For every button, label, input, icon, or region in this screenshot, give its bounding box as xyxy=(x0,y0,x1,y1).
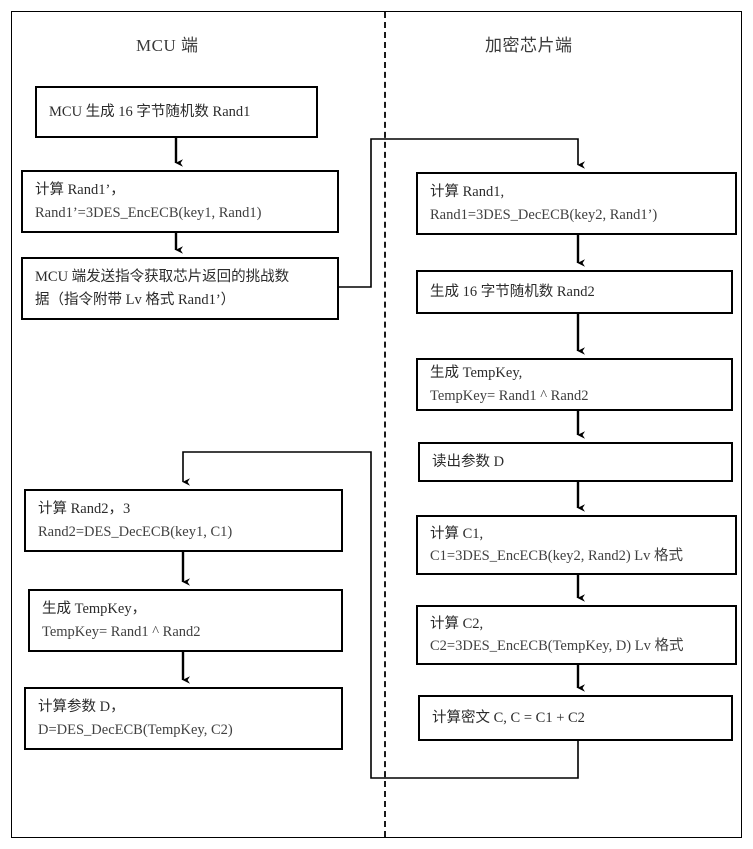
box-line: C1=3DES_EncECB(key2, Rand2) Lv 格式 xyxy=(430,548,684,564)
box-line: 计算密文 C, C = C1 + C2 xyxy=(432,709,585,726)
box-line: C2=3DES_EncECB(TempKey, D) Lv 格式 xyxy=(430,638,684,654)
process-box-chip-7[interactable]: 计算密文 C, C = C1 + C2 xyxy=(418,695,733,741)
box-line: Rand1’=3DES_EncECB(key1, Rand1) xyxy=(35,204,262,221)
box-line: Rand1=3DES_DecECB(key2, Rand1’) xyxy=(430,206,658,223)
box-line: TempKey= Rand1 ^ Rand2 xyxy=(42,623,201,640)
box-line: Rand2=DES_DecECB(key1, C1) xyxy=(38,523,233,540)
box-line: MCU 端发送指令获取芯片返回的挑战数 xyxy=(35,269,290,286)
process-box-mcu-3[interactable]: MCU 端发送指令获取芯片返回的挑战数 据（指令附带 Lv 格式 Rand1’） xyxy=(21,257,339,320)
process-box-chip-4[interactable]: 读出参数 D xyxy=(418,442,733,482)
box-line: D=DES_DecECB(TempKey, C2) xyxy=(38,721,233,738)
box-line: 生成 16 字节随机数 Rand2 xyxy=(430,283,595,300)
box-line: 计算 Rand1, xyxy=(430,184,505,201)
column-title-mcu: MCU 端 xyxy=(136,36,199,55)
process-box-chip-6[interactable]: 计算 C2, C2=3DES_EncECB(TempKey, D) Lv 格式 xyxy=(416,605,737,665)
box-line: 计算 C1, xyxy=(430,525,484,542)
process-box-mcu-6[interactable]: 计算参数 D， D=DES_DecECB(TempKey, C2) xyxy=(24,687,343,750)
process-box-chip-3[interactable]: 生成 TempKey, TempKey= Rand1 ^ Rand2 xyxy=(416,358,733,411)
column-title-chip: 加密芯片端 xyxy=(485,36,573,55)
process-box-mcu-2[interactable]: 计算 Rand1’， Rand1’=3DES_EncECB(key1, Rand… xyxy=(21,170,339,233)
box-line: 计算参数 D， xyxy=(38,699,125,716)
box-line: 生成 TempKey， xyxy=(42,601,147,618)
process-box-chip-2[interactable]: 生成 16 字节随机数 Rand2 xyxy=(416,270,733,314)
box-line: 据（指令附带 Lv 格式 Rand1’） xyxy=(35,291,236,308)
process-box-chip-5[interactable]: 计算 C1, C1=3DES_EncECB(key2, Rand2) Lv 格式 xyxy=(416,515,737,575)
column-divider xyxy=(384,12,386,837)
outer-frame xyxy=(11,11,742,838)
box-line: 计算 C2, xyxy=(430,615,484,632)
process-box-mcu-4[interactable]: 计算 Rand2，3 Rand2=DES_DecECB(key1, C1) xyxy=(24,489,343,552)
box-line: 计算 Rand2，3 xyxy=(38,501,131,518)
box-line: MCU 生成 16 字节随机数 Rand1 xyxy=(49,103,251,120)
process-box-mcu-1[interactable]: MCU 生成 16 字节随机数 Rand1 xyxy=(35,86,318,138)
box-line: 生成 TempKey, xyxy=(430,365,523,382)
process-box-mcu-5[interactable]: 生成 TempKey， TempKey= Rand1 ^ Rand2 xyxy=(28,589,343,652)
box-line: 计算 Rand1’， xyxy=(35,182,125,199)
process-box-chip-1[interactable]: 计算 Rand1, Rand1=3DES_DecECB(key2, Rand1’… xyxy=(416,172,737,235)
box-line: TempKey= Rand1 ^ Rand2 xyxy=(430,387,589,404)
box-line: 读出参数 D xyxy=(432,453,505,470)
